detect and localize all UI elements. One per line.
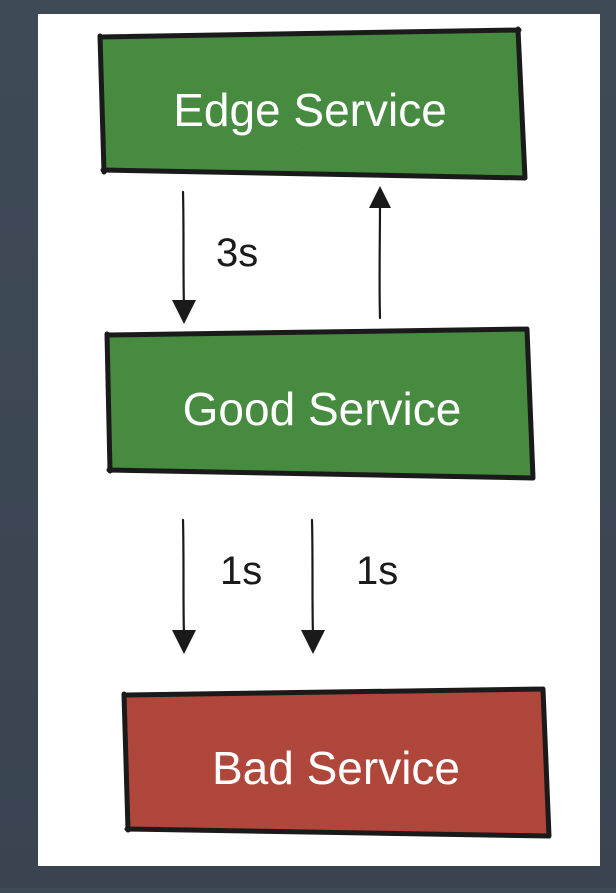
arrow-good-to-bad-2-shaft (312, 520, 313, 636)
edge-to-good-timeout-label: 3s (216, 231, 258, 275)
arrow-edge-to-good-shaft (183, 192, 184, 308)
good-to-bad-timeout-label-1: 1s (220, 549, 262, 593)
bad-service-box: Bad Service (124, 689, 549, 836)
bad-service-label: Bad Service (212, 742, 460, 794)
good-service-label: Good Service (183, 383, 462, 435)
arrow-good-to-bad-1-shaft (183, 520, 184, 636)
good-to-bad-timeout-label-2: 1s (356, 549, 398, 593)
good-service-box: Good Service (107, 329, 533, 478)
edge-service-box: Edge Service (100, 29, 525, 178)
edge-service-label: Edge Service (173, 84, 447, 136)
